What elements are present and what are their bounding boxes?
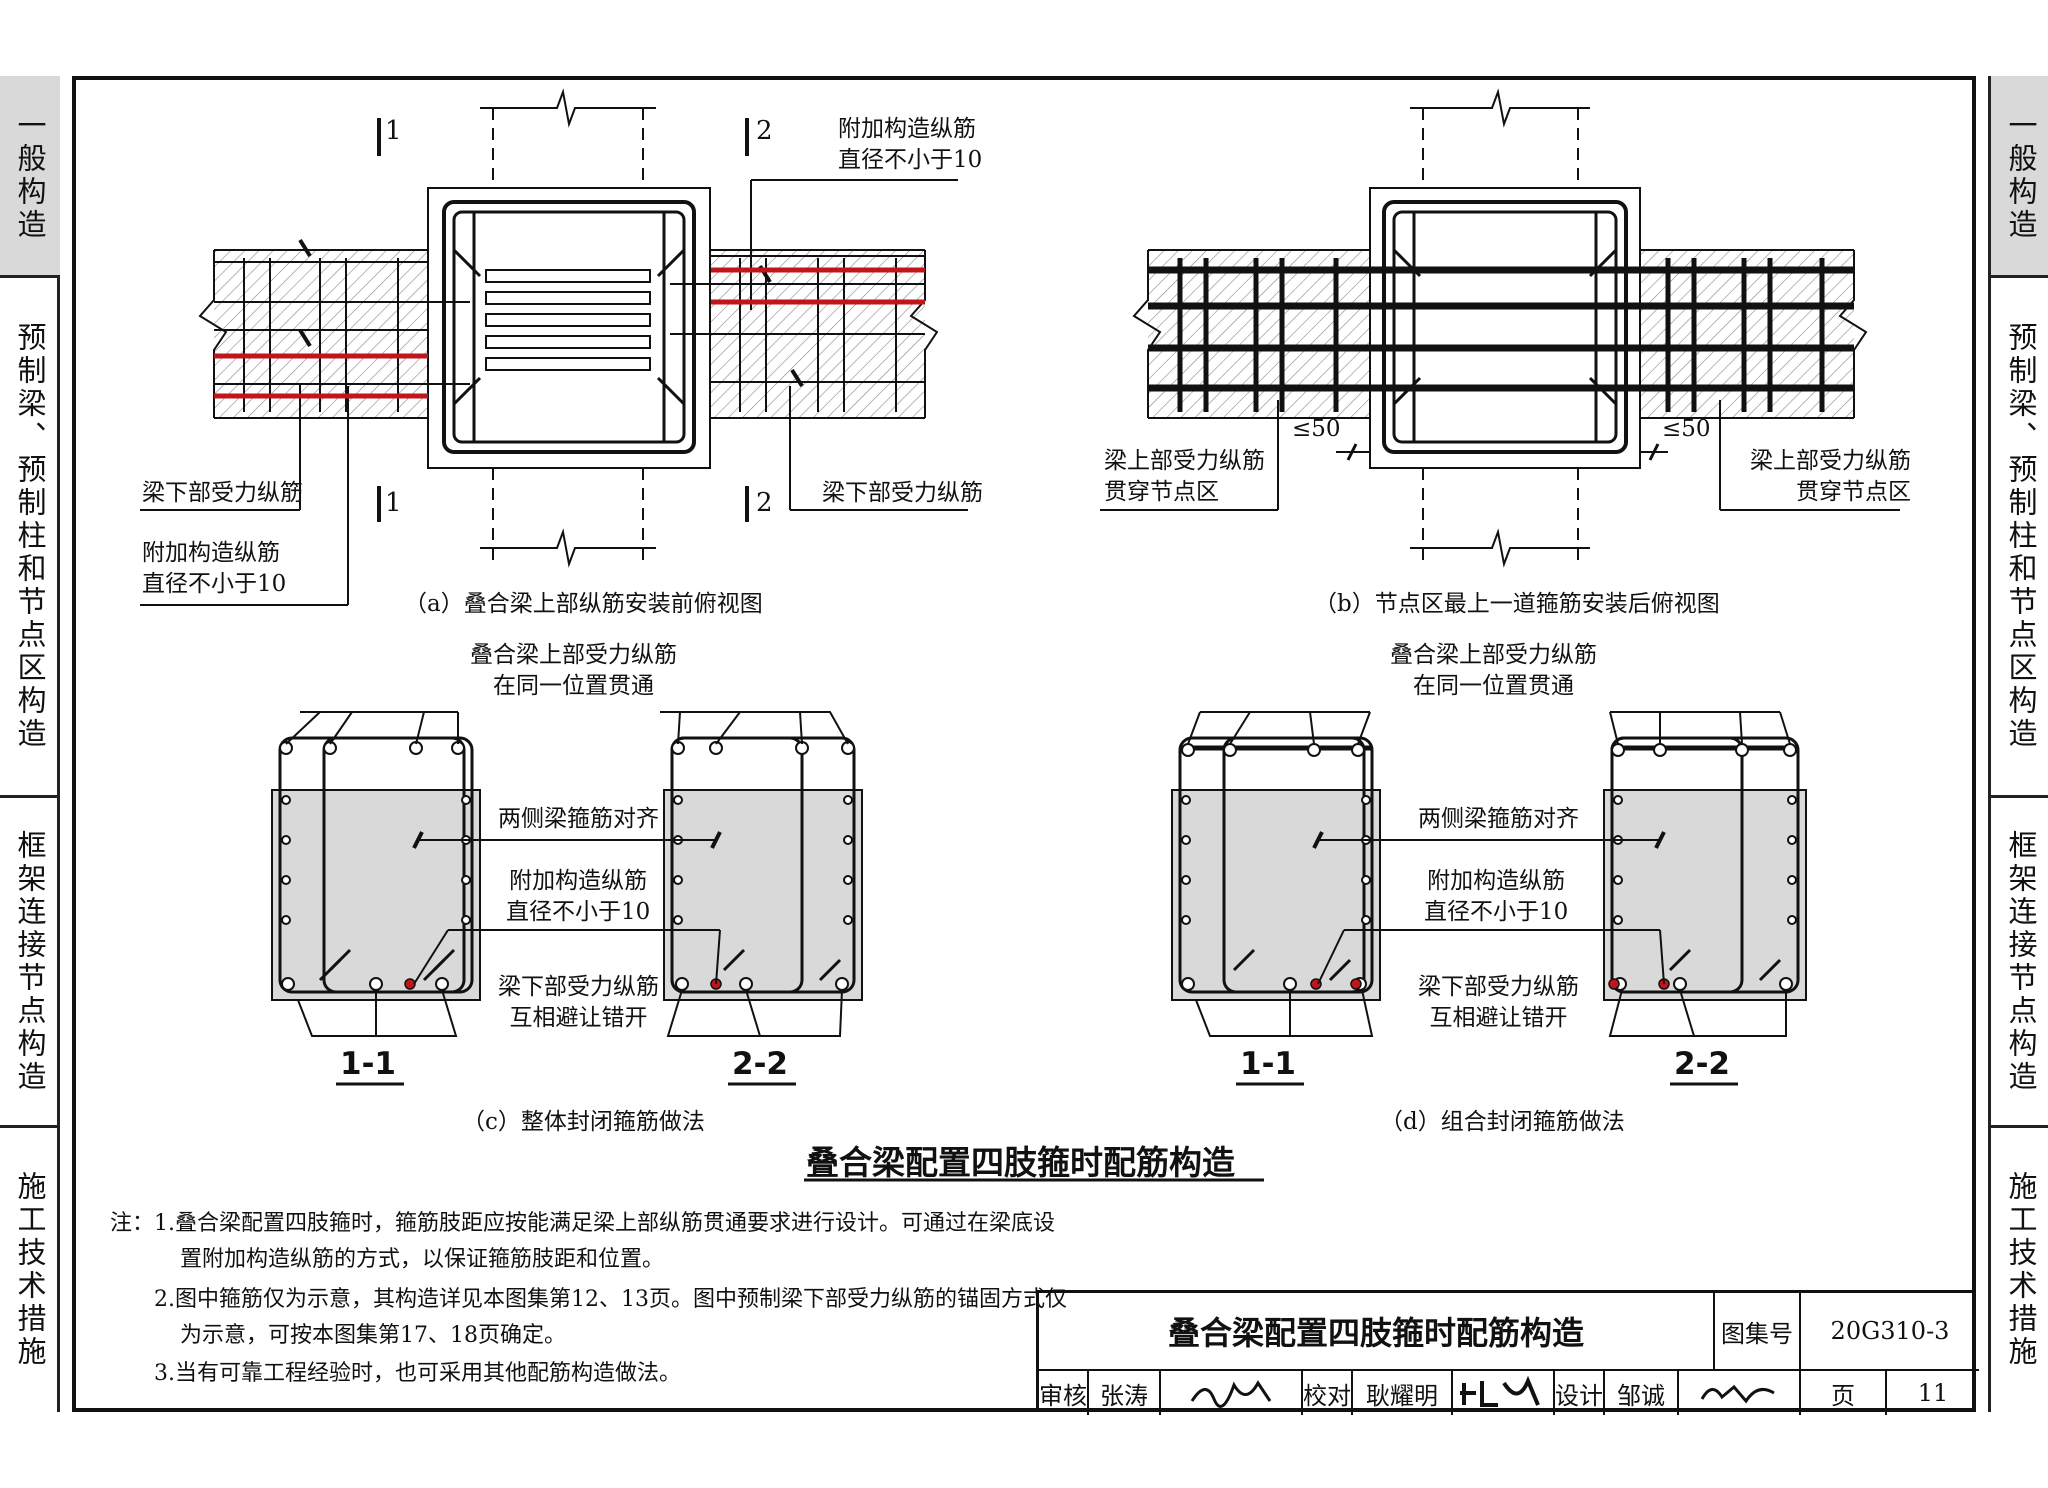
caption-a: （a）叠合梁上部纵筋安装前俯视图 bbox=[404, 591, 763, 617]
caption-c: （c）整体封闭箍筋做法 bbox=[462, 1109, 705, 1135]
main-title: 叠合梁配置四肢箍时配筋构造 bbox=[806, 1143, 1235, 1182]
side-tab-label: 预制梁、预制柱和节点区构造 bbox=[13, 322, 47, 751]
note-line-2: 置附加构造纵筋的方式，以保证箍筋肢距和位置。 bbox=[180, 1247, 665, 1272]
diagram-d-sections bbox=[1171, 711, 1807, 1086]
note-line-1: 1.叠合梁配置四肢箍时，箍筋肢距应按能满足梁上部纵筋贯通要求进行设计。可通过在梁… bbox=[154, 1211, 1055, 1236]
title-block: 叠合梁配置四肢箍时配筋构造 图集号 20G310-3 审核 张涛 校对 耿耀明 … bbox=[1036, 1290, 1979, 1415]
section-mark-2-bottom: 2 bbox=[756, 488, 773, 518]
reviewer-name: 张涛 bbox=[1089, 1371, 1161, 1415]
check-label: 校对 bbox=[1303, 1371, 1353, 1415]
side-tab-construction[interactable]: 施工技术措施 bbox=[1991, 1128, 2048, 1412]
reviewer-signature-mark bbox=[1190, 1380, 1272, 1408]
label-add-long-bottom: 附加构造纵筋 直径不小于10 bbox=[142, 540, 287, 597]
diagram-c-sections bbox=[271, 711, 863, 1086]
side-tab-construction[interactable]: 施工技术措施 bbox=[0, 1128, 60, 1412]
atlas-number: 20G310-3 bbox=[1801, 1293, 1979, 1371]
c-top-label: 叠合梁上部受力纵筋 在同一位置贯通 bbox=[470, 642, 677, 699]
label-bottom-bar-right: 梁下部受力纵筋 bbox=[822, 480, 983, 506]
side-tab-label: 框架连接节点构造 bbox=[13, 829, 47, 1094]
designer-signature bbox=[1679, 1371, 1801, 1415]
page-number: 11 bbox=[1917, 1379, 1949, 1407]
page-label: 页 bbox=[1801, 1371, 1887, 1415]
dim-left: ≤50 bbox=[1292, 416, 1341, 442]
d-bottom-label: 梁下部受力纵筋 互相避让错开 bbox=[1418, 974, 1579, 1031]
label-add-long-top: 附加构造纵筋 直径不小于10 bbox=[838, 116, 983, 173]
diagram-a-plan bbox=[140, 88, 968, 606]
section-mark-1-bottom: 1 bbox=[385, 488, 402, 518]
review-label: 审核 bbox=[1039, 1371, 1089, 1415]
side-tab-frame[interactable]: 框架连接节点构造 bbox=[1991, 798, 2048, 1128]
designer-signature-mark bbox=[1700, 1384, 1775, 1404]
side-tab-precast[interactable]: 预制梁、预制柱和节点区构造 bbox=[0, 278, 60, 798]
reviewer-signature bbox=[1161, 1371, 1303, 1415]
side-tab-frame[interactable]: 框架连接节点构造 bbox=[0, 798, 60, 1128]
label-through-right: 梁上部受力纵筋 贯穿节点区 bbox=[1750, 448, 1911, 505]
checker-name: 耿耀明 bbox=[1353, 1371, 1453, 1415]
d-add-long-label: 附加构造纵筋 直径不小于10 bbox=[1424, 868, 1569, 925]
dim-right: ≤50 bbox=[1662, 416, 1711, 442]
c-section-1-1: 1-1 bbox=[340, 1046, 397, 1082]
drawing-frame bbox=[72, 76, 1976, 1412]
label-through-left: 梁上部受力纵筋 贯穿节点区 bbox=[1104, 448, 1265, 505]
atlas-label: 图集号 bbox=[1715, 1293, 1801, 1371]
note-line-3: 2.图中箍筋仅为示意，其构造详见本图集第12、13页。图中预制梁下部受力纵筋的锚… bbox=[154, 1287, 1067, 1312]
c-align-label: 两侧梁箍筋对齐 bbox=[498, 806, 659, 832]
caption-d: （d）组合封闭箍筋做法 bbox=[1380, 1109, 1625, 1135]
side-tab-label: 一般构造 bbox=[2004, 109, 2038, 242]
left-side-index: 一般构造 预制梁、预制柱和节点区构造 框架连接节点构造 施工技术措施 bbox=[0, 76, 60, 1412]
c-add-long-label: 附加构造纵筋 直径不小于10 bbox=[506, 868, 651, 925]
d-align-label: 两侧梁箍筋对齐 bbox=[1418, 806, 1579, 832]
section-mark-2-top: 2 bbox=[756, 116, 773, 146]
side-tab-label: 框架连接节点构造 bbox=[2004, 829, 2038, 1094]
d-section-1-1: 1-1 bbox=[1240, 1046, 1297, 1082]
diagram-a-red-bars bbox=[214, 267, 925, 399]
checker-signature bbox=[1453, 1371, 1555, 1415]
note-line-5: 3.当有可靠工程经验时，也可采用其他配筋构造做法。 bbox=[154, 1361, 681, 1386]
diagram-b-plan bbox=[1100, 88, 1900, 568]
d-top-label: 叠合梁上部受力纵筋 在同一位置贯通 bbox=[1390, 642, 1597, 699]
side-tab-general[interactable]: 一般构造 bbox=[1991, 76, 2048, 278]
side-tab-general[interactable]: 一般构造 bbox=[0, 76, 60, 278]
side-tab-precast[interactable]: 预制梁、预制柱和节点区构造 bbox=[1991, 278, 2048, 798]
side-tab-label: 预制梁、预制柱和节点区构造 bbox=[2004, 322, 2038, 751]
notes-prefix: 注： bbox=[110, 1211, 155, 1236]
design-label: 设计 bbox=[1555, 1371, 1605, 1415]
right-side-index: 一般构造 预制梁、预制柱和节点区构造 框架连接节点构造 施工技术措施 bbox=[1988, 76, 2048, 1412]
c-section-2-2: 2-2 bbox=[732, 1046, 789, 1082]
side-tab-label: 施工技术措施 bbox=[2004, 1171, 2038, 1369]
d-section-2-2: 2-2 bbox=[1674, 1046, 1731, 1082]
section-mark-1-top: 1 bbox=[385, 116, 402, 146]
side-tab-label: 一般构造 bbox=[13, 109, 47, 242]
side-tab-label: 施工技术措施 bbox=[13, 1171, 47, 1369]
checker-signature-mark bbox=[1460, 1375, 1540, 1407]
designer-name: 邹诚 bbox=[1605, 1371, 1679, 1415]
caption-b: （b）节点区最上一道箍筋安装后俯视图 bbox=[1314, 591, 1720, 617]
title-block-title: 叠合梁配置四肢箍时配筋构造 bbox=[1039, 1293, 1715, 1371]
c-bottom-label: 梁下部受力纵筋 互相避让错开 bbox=[498, 974, 659, 1031]
label-bottom-bar-left: 梁下部受力纵筋 bbox=[142, 480, 303, 506]
note-line-4: 为示意，可按本图集第17、18页确定。 bbox=[180, 1323, 566, 1348]
